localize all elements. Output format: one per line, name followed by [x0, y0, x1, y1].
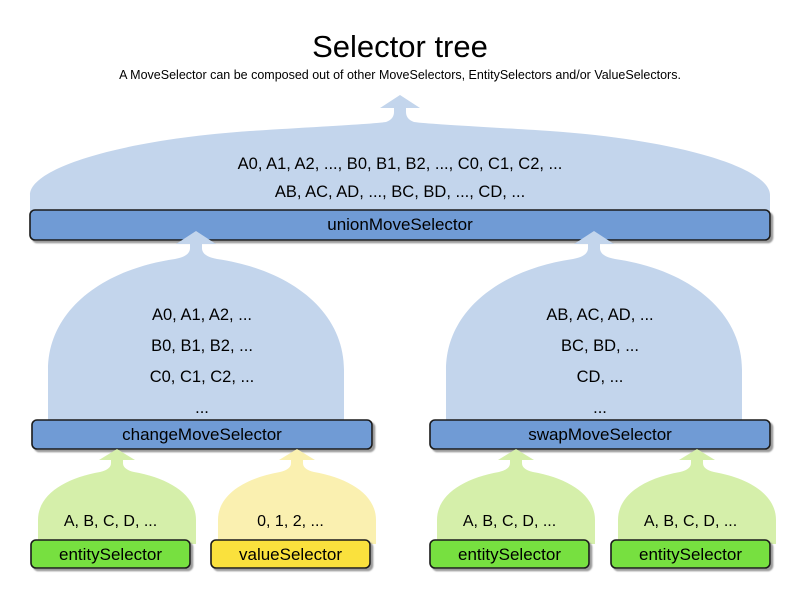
union-move-selector-bar[interactable] — [29, 209, 771, 241]
entity-selector-1-balloon — [38, 449, 196, 544]
entity-selector-2-node[interactable] — [429, 449, 595, 569]
page-title: Selector tree — [312, 29, 488, 64]
swap-move-selector-balloon — [446, 231, 742, 424]
entity-selector-2-balloon — [437, 449, 595, 544]
entity-selector-3-bar[interactable] — [610, 539, 771, 569]
value-selector-1-node[interactable] — [210, 449, 376, 569]
change-move-selector-bar[interactable] — [31, 419, 373, 450]
union-move-selector-node[interactable] — [29, 95, 771, 241]
value-selector-1-balloon — [218, 449, 376, 544]
entity-selector-3-balloon — [618, 449, 776, 544]
entity-selector-2-bar[interactable] — [429, 539, 590, 569]
change-move-selector-balloon — [48, 231, 344, 424]
entity-selector-1-bar[interactable] — [30, 539, 191, 569]
change-move-selector-node[interactable] — [31, 231, 373, 450]
swap-move-selector-node[interactable] — [429, 231, 771, 450]
page-subtitle: A MoveSelector can be composed out of ot… — [119, 68, 681, 82]
entity-selector-3-node[interactable] — [610, 449, 776, 569]
swap-move-selector-bar[interactable] — [429, 419, 771, 450]
union-move-selector-balloon — [30, 95, 770, 214]
entity-selector-1-node[interactable] — [30, 449, 196, 569]
value-selector-1-bar[interactable] — [210, 539, 371, 569]
